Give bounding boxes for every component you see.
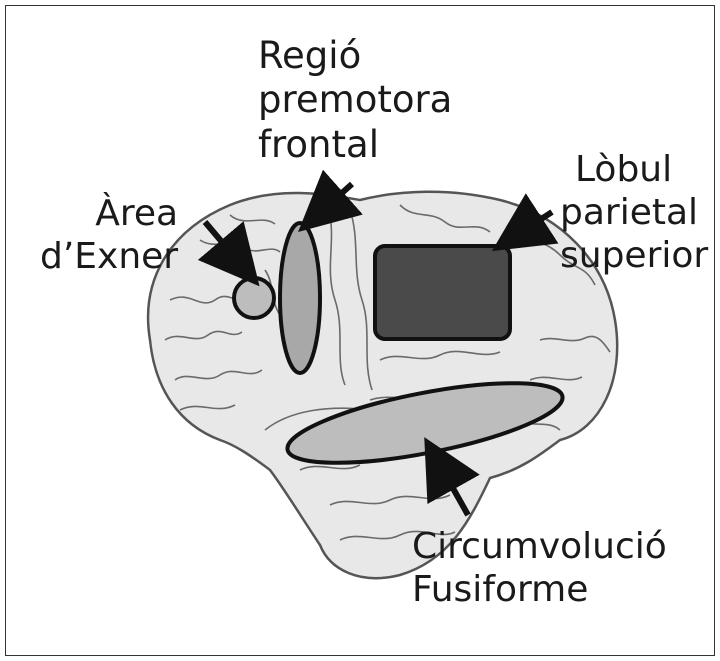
exner-label-line-1: Àrea [40, 192, 178, 235]
premotor-label: Regió premotora frontal [258, 34, 452, 167]
exner-label-line-2: d’Exner [40, 235, 178, 278]
exner-label: Àrea d’Exner [40, 192, 178, 278]
fusiform-label-line-2: Fusiforme [412, 568, 667, 611]
parietal-label-line-2: parietal [560, 191, 708, 234]
premotor-label-line-1: Regió [258, 34, 452, 78]
parietal-label: Lòbul parietal superior [560, 148, 708, 278]
premotor-label-line-2: premotora [258, 78, 452, 122]
parietal-label-line-1: Lòbul [560, 148, 708, 191]
premotor-label-line-3: frontal [258, 123, 452, 167]
fusiform-label-line-1: Circumvolució [412, 525, 667, 568]
fusiform-label: Circumvolució Fusiforme [412, 525, 667, 611]
exner-area-marker [234, 278, 274, 318]
parietal-label-line-3: superior [560, 234, 708, 277]
superior-parietal-marker [375, 246, 510, 339]
premotor-region-marker [280, 223, 320, 373]
